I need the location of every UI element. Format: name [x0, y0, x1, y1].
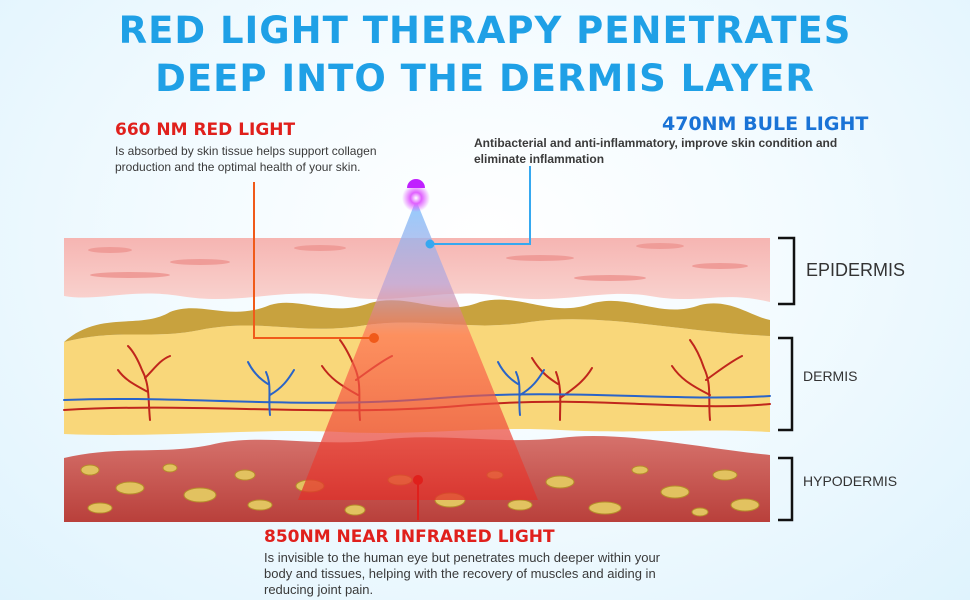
light-emitter-icon — [407, 179, 425, 188]
nir-light-description: Is invisible to the human eye but penetr… — [264, 550, 661, 597]
nir-light-title: 850NM NEAR INFRARED LIGHT — [264, 527, 555, 547]
dermis-label: DERMIS — [803, 368, 858, 384]
nir-connector — [413, 475, 423, 520]
dermis-bracket — [778, 336, 794, 432]
hypodermis-label: HYPODERMIS — [803, 473, 898, 489]
red-light-title: 660 NM RED LIGHT — [115, 120, 296, 140]
red-connector — [253, 182, 379, 343]
hypodermis-bracket — [778, 456, 794, 522]
blue-light-title: 470NM BULE LIGHT — [662, 113, 869, 135]
light-glow — [402, 184, 430, 212]
red-light-description: Is absorbed by skin tissue helps support… — [115, 144, 377, 174]
epidermis-bracket — [778, 236, 796, 306]
epidermis-label: EPIDERMIS — [806, 260, 906, 280]
blue-light-description: Antibacterial and anti-inflammatory, imp… — [474, 136, 838, 166]
light-beam — [298, 200, 538, 500]
title-line-1: RED LIGHT THERAPY PENETRATES — [118, 9, 852, 52]
title-line-2: DEEP INTO THE DERMIS LAYER — [155, 57, 815, 100]
blue-connector — [425, 166, 531, 249]
